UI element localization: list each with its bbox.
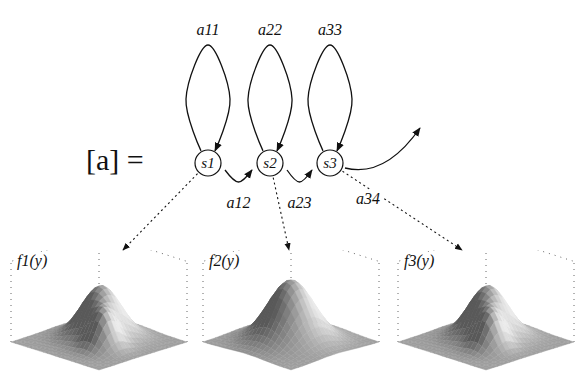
density-label: f1(y) [15, 252, 49, 270]
state-outline [317, 150, 343, 176]
state-outline [257, 150, 283, 176]
axis-dots [99, 250, 187, 261]
density-plot: f2(y) [197, 250, 382, 385]
state-circle: s1 [194, 149, 222, 177]
state-circle: s3 [316, 149, 344, 177]
transition-arrow [308, 45, 352, 151]
surface-plot [197, 250, 382, 385]
transition-arrow [186, 45, 230, 151]
density-plot: f3(y) [392, 250, 577, 385]
transition-arrow [287, 170, 312, 182]
transition-label: a22 [256, 21, 284, 39]
matrix-label: [a] = [84, 143, 146, 176]
axis-dots [11, 261, 12, 342]
axis-dots [486, 250, 574, 261]
density-plot: f1(y) [5, 250, 190, 385]
transition-label: a33 [316, 21, 344, 39]
state-name: s3 [323, 156, 336, 171]
state-outline [195, 150, 221, 176]
axis-dots [291, 250, 379, 261]
state-name: s2 [263, 156, 276, 171]
surface-plot [392, 250, 577, 385]
axis-dots [203, 261, 204, 342]
transition-label: a34 [354, 190, 382, 208]
surface-facet [482, 367, 490, 370]
emission-arrow [123, 174, 198, 250]
emission-arrow [343, 171, 462, 250]
axis-dots [574, 261, 575, 342]
axis-dots [379, 261, 380, 342]
surface-facet [287, 367, 295, 370]
surface-plot [5, 250, 190, 385]
state-circle: s2 [256, 149, 284, 177]
transition-label: a11 [195, 21, 222, 39]
transition-arrow [248, 45, 292, 151]
transition-label: a23 [286, 194, 314, 212]
transition-label: a12 [225, 194, 253, 212]
transition-arrow [225, 170, 252, 182]
density-label: f2(y) [207, 252, 241, 270]
exit-arrow [345, 128, 420, 170]
axis-dots [187, 261, 188, 342]
emission-arrow [273, 178, 289, 250]
density-label: f3(y) [402, 252, 436, 270]
surface-facet [95, 367, 103, 370]
axis-dots [398, 261, 399, 342]
state-name: s1 [201, 156, 214, 171]
